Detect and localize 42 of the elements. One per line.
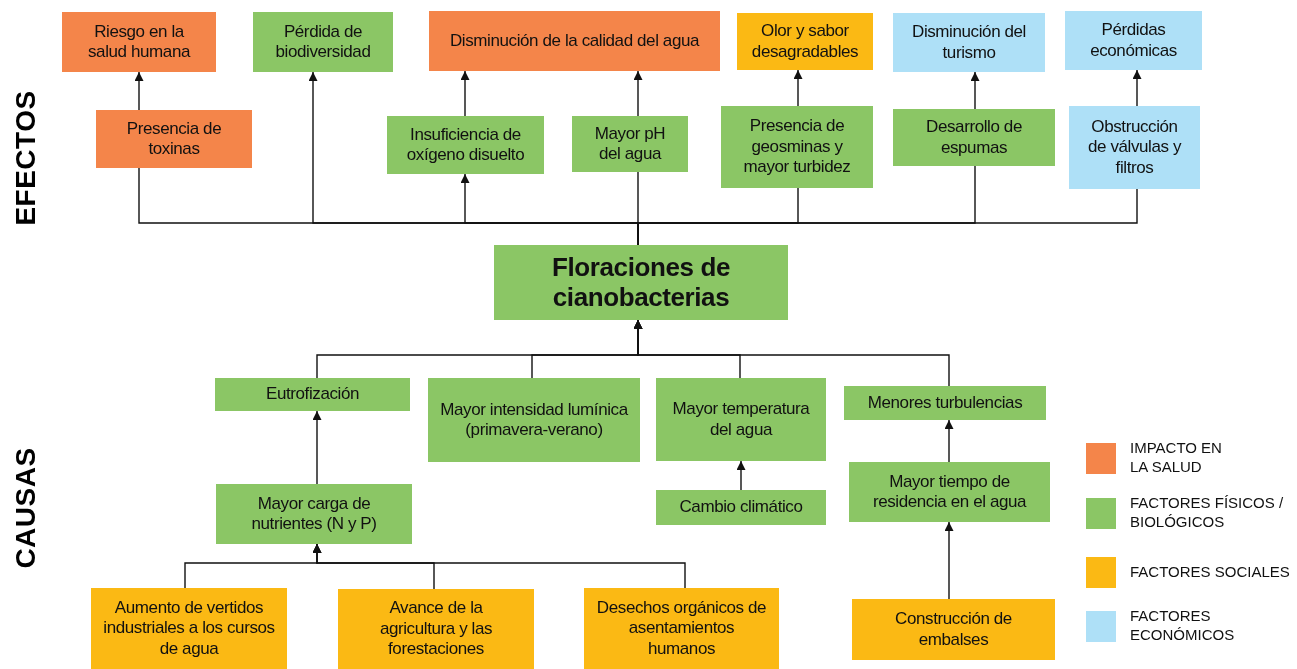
cause-effect-box: Desarrollo de espumas [893, 109, 1055, 166]
arrow [944, 419, 954, 463]
section-heading: EFECTOS [9, 90, 42, 226]
cause-effect-box: Riesgo en la salud humana [62, 12, 216, 72]
cause-effect-box: Mayor intensidad lumínica (primavera-verano) [428, 378, 640, 462]
cause-effect-box: Mayor pH del agua [572, 116, 688, 172]
legend-label: FACTORES ECONÓMICOS [1130, 607, 1236, 645]
cause-effect-box: Avance de la agricultura y las forestaciones [338, 589, 534, 669]
cause-effect-box: Menores turbulencias [844, 386, 1046, 420]
legend-label: FACTORES SOCIALES [1130, 562, 1291, 582]
cause-effect-box: Construcción de embalses [852, 599, 1055, 660]
cause-effect-box: Obstrucción de válvulas y filtros [1069, 106, 1200, 189]
cause-effect-box: Disminución del turismo [893, 13, 1045, 72]
cause-effect-box: Disminución de la calidad del agua [429, 11, 720, 71]
cause-effect-box: Cambio climático [656, 490, 826, 525]
cause-effect-box: Eutrofización [215, 378, 410, 411]
legend-label: IMPACTO EN LA SALUD [1130, 439, 1223, 477]
arrow [633, 319, 950, 387]
cause-effect-box: Mayor tiempo de residencia en el agua [849, 462, 1050, 522]
section-heading: CAUSAS [9, 447, 42, 569]
cause-effect-box: Pérdida de biodiversidad [253, 12, 393, 72]
arrow [134, 71, 144, 111]
cause-effect-box: Mayor carga de nutrientes (N y P) [216, 484, 412, 544]
arrow [736, 460, 746, 491]
cause-effect-box: Olor y sabor desagradables [737, 13, 873, 70]
cause-effect-box: Floraciones de cianobacterias [494, 245, 788, 320]
arrow [633, 70, 643, 117]
cause-effect-box: Aumento de vertidos industriales a los cursos de agua [91, 588, 287, 669]
cause-effect-box: Mayor temperatura del agua [656, 378, 826, 461]
arrow [793, 69, 803, 107]
legend-label: FACTORES FÍSICOS / BIOLÓGICOS [1130, 494, 1285, 532]
arrow [944, 521, 954, 600]
cause-effect-box: Presencia de geosminas y mayor turbidez [721, 106, 873, 188]
cause-effect-box: Insuficiencia de oxígeno disuelto [387, 116, 544, 174]
arrow [970, 71, 980, 110]
arrow [312, 543, 686, 589]
arrow [1132, 69, 1142, 107]
cause-effect-box: Desechos orgánicos de asentamientos humanos [584, 588, 779, 669]
cause-effect-box: Presencia de toxinas [96, 110, 252, 168]
arrow [460, 70, 470, 117]
arrow [312, 410, 322, 485]
cause-effect-box: Pérdidas económicas [1065, 11, 1202, 70]
